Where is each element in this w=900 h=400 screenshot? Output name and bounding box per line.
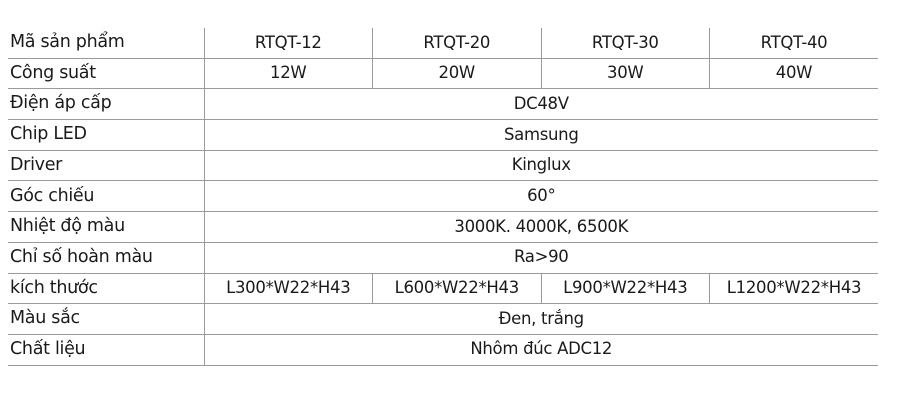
row-dimensions: kích thước L300*W22*H43 L600*W22*H43 L90… [8, 273, 878, 305]
color-temperature-cell: 3000K. 4000K, 6500K [203, 211, 878, 243]
product-spec-table: Mã sản phẩm RTQT-12 RTQT-20 RTQT-30 RTQT… [8, 28, 878, 366]
row-color-temperature: Nhiệt độ màu 3000K. 4000K, 6500K [8, 211, 878, 243]
driver-cell: Kinglux [203, 150, 878, 182]
row-label: Driver [8, 150, 204, 182]
cri-cell: Ra>90 [203, 242, 878, 274]
product-code-cell: RTQT-20 [372, 28, 541, 59]
row-label: Điện áp cấp [8, 88, 204, 121]
product-code-cell: RTQT-30 [540, 28, 710, 59]
row-label: Nhiệt độ màu [8, 211, 204, 243]
color-cell: Đen, trắng [203, 303, 878, 335]
row-cri: Chỉ số hoàn màu Ra>90 [8, 242, 878, 274]
row-label: Công suất [8, 58, 204, 90]
dimension-cell: L300*W22*H43 [203, 273, 373, 305]
row-label: Góc chiếu [8, 180, 204, 213]
row-label: kích thước [8, 273, 204, 305]
material-cell: Nhôm đúc ADC12 [203, 334, 878, 366]
product-code-cell: RTQT-40 [709, 28, 878, 59]
power-cell: 12W [203, 58, 373, 90]
row-label: Chỉ số hoàn màu [8, 242, 204, 274]
row-material: Chất liệu Nhôm đúc ADC12 [8, 334, 878, 366]
row-voltage: Điện áp cấp DC48V [8, 88, 878, 121]
row-product-code: Mã sản phẩm RTQT-12 RTQT-20 RTQT-30 RTQT… [8, 28, 878, 59]
row-chip-led: Chip LED Samsung [8, 119, 878, 151]
row-color: Màu sắc Đen, trắng [8, 303, 878, 335]
row-label: Chất liệu [8, 334, 204, 366]
power-cell: 40W [709, 58, 878, 90]
dimension-cell: L600*W22*H43 [372, 273, 541, 305]
dimension-cell: L900*W22*H43 [540, 273, 710, 305]
row-label: Mã sản phẩm [8, 28, 204, 59]
row-label: Màu sắc [8, 303, 204, 335]
dimension-cell: L1200*W22*H43 [709, 273, 878, 305]
product-code-cell: RTQT-12 [203, 28, 373, 59]
power-cell: 20W [372, 58, 541, 90]
voltage-cell: DC48V [203, 88, 878, 121]
beam-angle-cell: 60° [203, 180, 878, 213]
chip-led-cell: Samsung [203, 119, 878, 151]
row-beam-angle: Góc chiếu 60° [8, 180, 878, 213]
row-power: Công suất 12W 20W 30W 40W [8, 58, 878, 90]
power-cell: 30W [540, 58, 710, 90]
row-driver: Driver Kinglux [8, 150, 878, 182]
row-label: Chip LED [8, 119, 204, 151]
